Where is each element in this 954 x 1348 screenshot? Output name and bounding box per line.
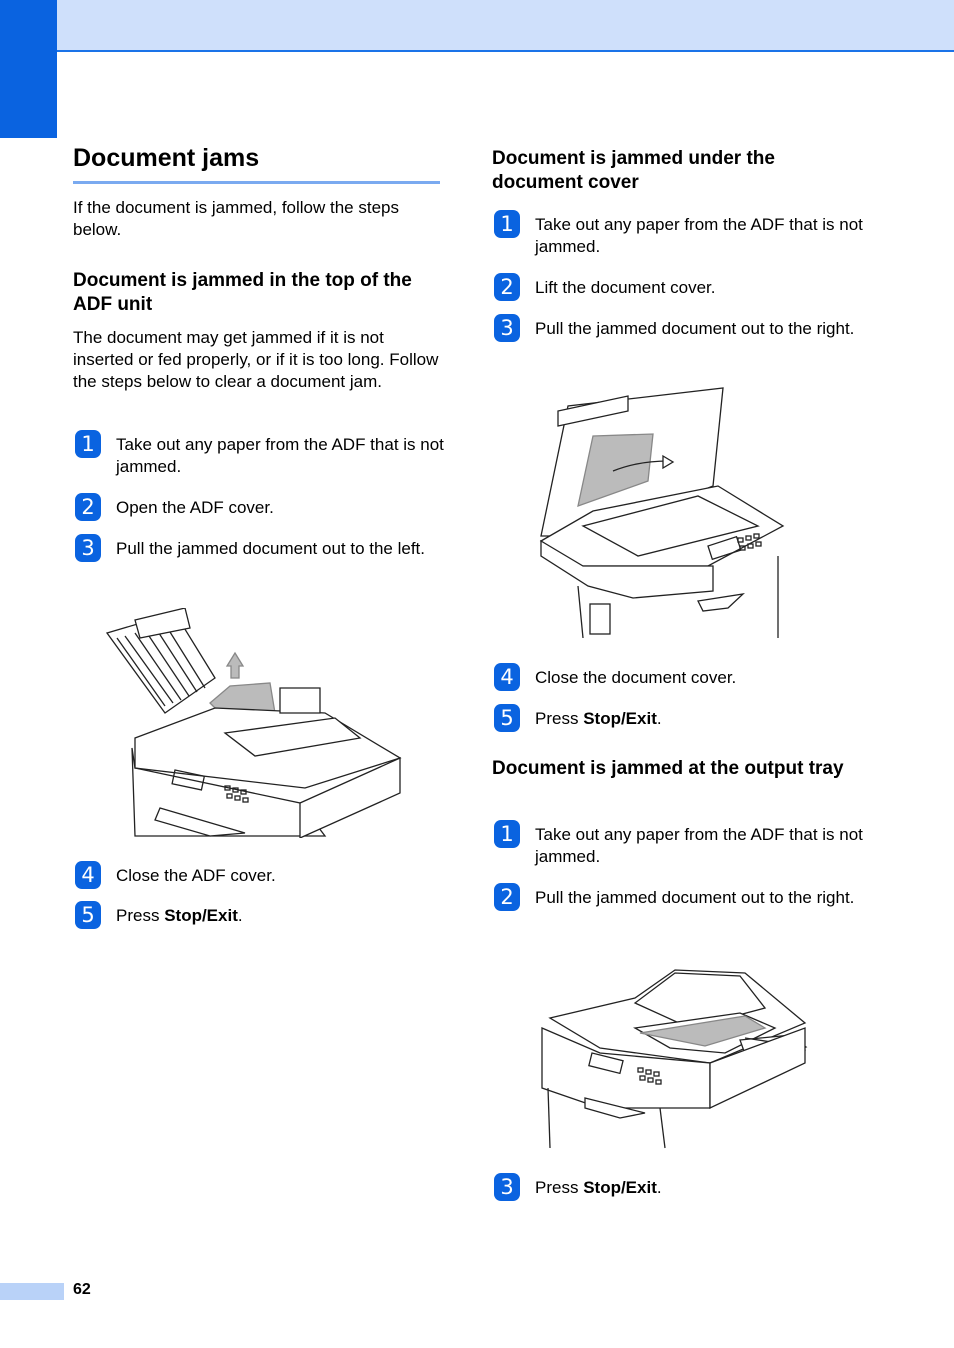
step-number-2: 2 [494,883,520,911]
step-text-suffix: . [237,906,243,925]
intro-text: If the document is jammed, follow the st… [73,198,399,239]
step-text: Close the ADF cover. [116,866,276,885]
step-text-prefix: Press [535,709,584,728]
step-text: Pull the jammed document out to the righ… [535,319,855,338]
step-3: 3 Pull the jammed document out to the ri… [494,314,854,342]
step-text-prefix: Press [535,1178,584,1197]
step-text: Take out any paper from the ADF that is … [535,825,863,866]
step-text: Open the ADF cover. [116,498,274,517]
step-text: Press Stop/Exit. [535,708,865,730]
step-text: Take out any paper from the ADF that is … [116,435,444,476]
step-text: Take out any paper from the ADF that is … [535,215,863,256]
step-text: Press Stop/Exit. [116,905,446,927]
step-number-2: 2 [494,273,520,301]
step-2: 2 Open the ADF cover. [75,493,274,521]
step-number-5: 5 [494,704,520,732]
step-number-4: 4 [75,861,101,889]
step-4: 4 Close the ADF cover. [75,861,276,889]
section-body: The document may get jammed if it is not… [73,328,439,391]
chapter-tab [0,0,57,138]
page-number: 62 [73,1281,91,1298]
stop-exit-key-label: Stop/Exit [583,709,657,728]
section-heading-adf-top: Document is jammed in the top of the ADF… [73,270,412,315]
output-tray-jam-illustration [541,969,808,1149]
step-number-1: 1 [494,210,520,238]
step-3: 3 Press Stop/Exit. [494,1173,662,1201]
step-3: 3 Pull the jammed document out to the le… [75,534,425,562]
step-number-1: 1 [494,820,520,848]
step-text-suffix: . [656,709,662,728]
page-title: Document jams [73,144,260,172]
step-number-5: 5 [75,901,101,929]
step-text-suffix: . [656,1178,662,1197]
step-2: 2 Pull the jammed document out to the ri… [494,883,854,911]
step-number-3: 3 [494,314,520,342]
step-5: 5 Press Stop/Exit. [494,704,662,732]
step-text: Press Stop/Exit. [535,1177,865,1199]
title-rule [73,181,440,184]
step-text: Close the document cover. [535,668,737,687]
stop-exit-key-label: Stop/Exit [583,1178,657,1197]
step-1: 1 Take out any paper from the ADF that i… [494,210,863,256]
step-text: Lift the document cover. [535,278,716,297]
document-cover-open-illustration [539,387,785,639]
step-1: 1 Take out any paper from the ADF that i… [494,820,863,866]
adf-open-illustration [105,608,402,838]
header-band [0,0,954,52]
section-heading-document-cover: Document is jammed under the document co… [492,148,775,193]
step-text: Pull the jammed document out to the righ… [535,888,855,907]
step-5: 5 Press Stop/Exit. [75,901,243,929]
step-number-2: 2 [75,493,101,521]
step-number-1: 1 [75,430,101,458]
step-number-4: 4 [494,663,520,691]
step-4: 4 Close the document cover. [494,663,736,691]
step-1: 1 Take out any paper from the ADF that i… [75,430,444,476]
section-heading-output-tray: Document is jammed at the output tray [492,758,844,779]
step-number-3: 3 [75,534,101,562]
step-text: Pull the jammed document out to the left… [116,539,426,558]
footer-bar [0,1283,64,1300]
step-text-prefix: Press [116,906,165,925]
stop-exit-key-label: Stop/Exit [164,906,238,925]
step-2: 2 Lift the document cover. [494,273,716,301]
step-number-3: 3 [494,1173,520,1201]
